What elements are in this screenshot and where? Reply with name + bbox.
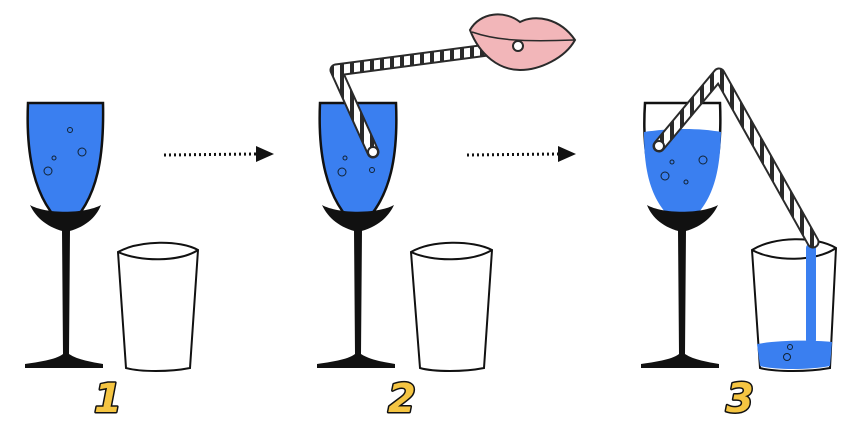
bendy-straw-icon — [329, 39, 525, 159]
dotted-arrow-icon — [163, 146, 274, 162]
wine-glass-icon — [641, 101, 722, 368]
wine-glass-icon — [317, 101, 398, 368]
bendy-straw-icon — [652, 67, 820, 249]
panel-step-3: 3 — [641, 67, 838, 424]
wine-bowl-bottom — [30, 205, 101, 232]
water-stream — [806, 244, 816, 344]
tumbler-glass-icon — [750, 238, 838, 372]
wine-stem — [317, 230, 395, 368]
panel-step-2: 2 — [317, 13, 577, 424]
wine-water — [644, 129, 721, 228]
step-number-3: 3 — [726, 376, 754, 422]
tumbler-glass-icon — [409, 241, 494, 372]
step-number-1: 1 — [94, 376, 122, 422]
wine-bowl-bottom — [322, 205, 394, 232]
wine-stem — [25, 230, 103, 368]
wine-glass-icon — [25, 101, 105, 368]
panel-step-1: 1 — [25, 101, 200, 424]
dotted-arrow-icon — [466, 146, 576, 162]
lips-icon — [468, 13, 577, 72]
wine-bowl-bottom — [647, 205, 718, 232]
wine-stem — [641, 230, 719, 368]
tumbler-glass-icon — [116, 241, 200, 372]
tumbler-water — [757, 340, 832, 369]
step-number-2: 2 — [388, 376, 416, 422]
